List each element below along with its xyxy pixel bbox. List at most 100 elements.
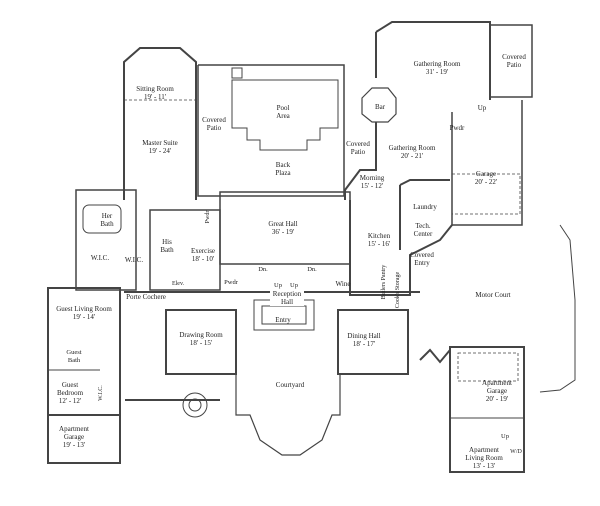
- room-name: W.I.C.: [90, 254, 110, 262]
- room-powder-hall: Pwdr: [224, 279, 238, 287]
- room-motor-court: Motor Court: [475, 291, 510, 299]
- room-name: Her Bath: [100, 212, 114, 228]
- room-name: Covered Patio: [346, 140, 370, 156]
- room-dims: 19' - 14': [72, 313, 96, 321]
- room-tech-center: Tech. Center: [410, 222, 436, 238]
- room-wic-guest: W.I.C.: [97, 385, 105, 401]
- room-name: Apartment Living Room: [465, 446, 503, 462]
- room-name: Master Suite: [142, 139, 178, 147]
- room-back-plaza: Back Plaza: [271, 161, 295, 177]
- room-name: Entry: [275, 316, 291, 324]
- room-name: Gathering Room: [413, 60, 461, 68]
- room-her-bath: Her Bath: [97, 212, 117, 228]
- room-name: Kitchen: [367, 232, 391, 240]
- room-name: Butlers Pantry: [381, 264, 387, 300]
- room-name: Back Plaza: [275, 161, 291, 177]
- room-wic-her: W.I.C.: [91, 254, 109, 262]
- room-name: Great Hall: [268, 220, 298, 228]
- stairs-label: Dn.: [307, 266, 317, 273]
- room-guest-bath: Guest Bath: [64, 349, 84, 365]
- room-bar: Bar: [375, 103, 385, 111]
- room-name: Pwdr: [449, 124, 465, 132]
- room-name: Apartment Garage: [59, 425, 89, 441]
- room-name: Covered Entry: [410, 251, 434, 267]
- stairs-up-west: Up: [274, 282, 282, 290]
- room-dims: 12' - 12': [58, 397, 82, 405]
- room-wic-his: W.I.C.: [125, 256, 143, 264]
- room-name: Cook's Storage: [395, 271, 401, 309]
- stairs-label: Up: [290, 282, 298, 289]
- room-dims: 19' - 11': [143, 93, 167, 101]
- room-dims: 19' - 24': [148, 147, 172, 155]
- stairs-down-east: Dn.: [307, 266, 317, 274]
- room-name: Gathering Room: [388, 144, 436, 152]
- room-dims: 18' - 17': [352, 340, 376, 348]
- stairs-label: Up: [477, 104, 487, 112]
- room-name: Guest Bath: [66, 349, 82, 364]
- room-name: Sitting Room: [136, 85, 174, 93]
- room-name: Guest Bedroom: [56, 381, 84, 397]
- room-covered-entry: Covered Entry: [407, 251, 437, 267]
- room-name: Morning: [359, 174, 385, 182]
- stairs-up: Up: [478, 104, 487, 112]
- room-powder-exercise: Pwdr: [204, 211, 212, 224]
- room-name: W.I.C.: [98, 385, 104, 401]
- room-name: Drawing Room: [179, 331, 223, 339]
- room-entry: Entry: [275, 316, 291, 324]
- room-dims: 20' - 21': [400, 152, 424, 160]
- room-name: Porte Cochere: [126, 293, 166, 301]
- room-cooks-storage: Cook's Storage: [394, 272, 402, 308]
- room-name: Pwdr: [205, 210, 211, 224]
- room-dims: 18' - 15': [189, 339, 213, 347]
- room-covered-patio-west: Covered Patio: [199, 116, 229, 132]
- room-name: W.I.C.: [124, 256, 144, 264]
- room-dims: 18' - 10': [191, 255, 215, 263]
- stairs-label: Up: [274, 282, 282, 289]
- room-name: Tech. Center: [413, 222, 433, 238]
- room-name: Apartment Garage: [482, 379, 512, 395]
- room-name: Exercise: [190, 247, 216, 255]
- room-name: Laundry: [413, 203, 437, 211]
- room-dims: 19' - 13': [62, 441, 86, 449]
- room-name: Elev.: [171, 281, 185, 287]
- room-courtyard: Courtyard: [276, 381, 304, 389]
- room-dims: 20' - 19': [485, 395, 509, 403]
- room-pool-area: Pool Area: [272, 104, 294, 120]
- stairs-label: Dn.: [258, 266, 268, 273]
- room-name: Courtyard: [275, 381, 305, 389]
- room-dims: 20' - 22': [474, 178, 498, 186]
- room-name: Garage: [475, 170, 497, 178]
- room-porte-cochere: Porte Cochere: [126, 293, 166, 301]
- room-dims: 15' - 16': [367, 240, 391, 248]
- room-dims: 36' - 19': [271, 228, 295, 236]
- room-name: Motor Court: [475, 291, 511, 299]
- room-dims: 31' - 19': [425, 68, 449, 76]
- room-name: Wine: [335, 280, 351, 288]
- room-dims: 13' - 13': [472, 462, 496, 470]
- room-name: Dining Hall: [347, 332, 381, 340]
- room-laundry: Laundry: [413, 203, 437, 211]
- room-name: Covered Patio: [502, 53, 526, 69]
- stairs-up-east: Up: [290, 282, 298, 290]
- room-butlers-pantry: Butlers Pantry: [380, 265, 388, 300]
- room-elevator: Elev.: [172, 280, 184, 288]
- room-name: Reception Hall: [272, 290, 302, 306]
- stairs-down-west: Dn.: [258, 266, 268, 274]
- room-covered-patio-ne: Covered Patio: [499, 53, 529, 69]
